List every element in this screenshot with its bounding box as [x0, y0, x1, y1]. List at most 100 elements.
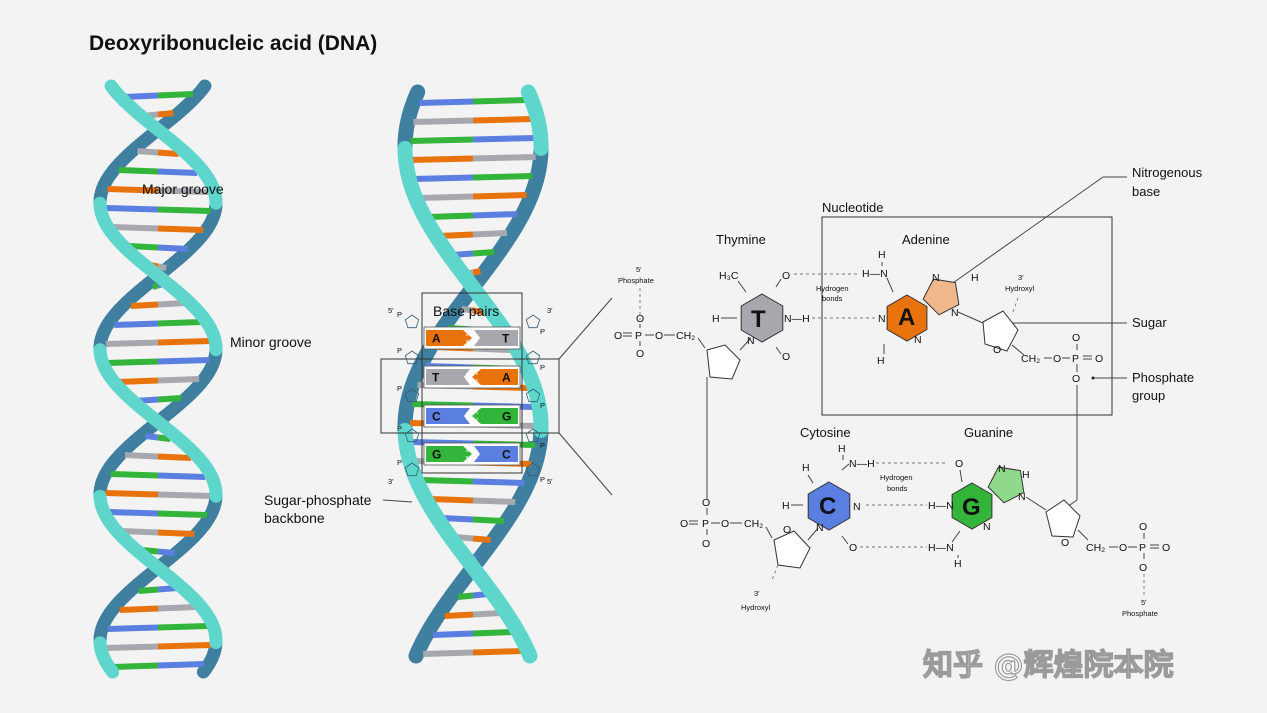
atom-o: O [1139, 562, 1147, 574]
atom-nh: N—H [849, 458, 875, 470]
atom-ch2: CH₂ [1021, 353, 1040, 365]
bond [739, 337, 752, 351]
base-rung [430, 496, 474, 504]
base-rung [116, 377, 159, 385]
base-rung [157, 529, 195, 537]
base-rung [105, 643, 159, 651]
base-pairs-frame [421, 292, 523, 474]
base-rung [108, 509, 159, 517]
strand-phosphate-mark: P [397, 424, 402, 433]
guanine-sugar-ring [1045, 499, 1081, 538]
phosphate-label-line1: Phosphate [1132, 370, 1194, 385]
base-rung [157, 661, 204, 669]
base-rung [157, 225, 204, 233]
base-rung [107, 186, 159, 194]
strand-sugar-mark [525, 314, 541, 329]
atom-o: O [1072, 332, 1080, 344]
base-rung [105, 205, 159, 213]
left-double-helix [93, 79, 223, 679]
atom-p: P [1072, 353, 1079, 365]
sugar-phosphate-leader [382, 499, 413, 503]
atom-n: N [878, 313, 886, 325]
sugar-phosphate-label-line1: Sugar-phosphate [264, 492, 372, 508]
nitrogenous-label-line1: Nitrogenous [1132, 165, 1203, 180]
adenine-letter: A [898, 304, 915, 331]
strand-sugar-mark [404, 462, 420, 477]
bond [807, 527, 819, 541]
thymine-label: Thymine [716, 232, 766, 247]
base-rung [157, 91, 194, 99]
sugar-phosphate-label-line2: backbone [264, 510, 325, 526]
base-rung [114, 320, 159, 328]
base-rung [432, 630, 474, 638]
atom-o: O [783, 524, 791, 536]
cytosine-label: Cytosine [800, 425, 851, 440]
atom-n: N [853, 501, 861, 513]
base-rung [423, 649, 474, 657]
base-pair-right-letter: G [502, 410, 511, 424]
adenine-hydroxyl: Hydroxyl [1005, 284, 1035, 293]
atom-p: P [1139, 542, 1146, 554]
strand-phosphate-mark: P [540, 475, 545, 484]
atom-o: O [782, 270, 790, 282]
base-rung [413, 117, 474, 125]
base-rung [472, 173, 533, 181]
bond [807, 474, 814, 484]
base-rung [472, 629, 514, 637]
base-pair-left-block [426, 408, 470, 424]
base-pair-right-letter: A [502, 371, 511, 385]
strand-phosphate-mark: P [540, 401, 545, 410]
base-rung [157, 510, 208, 518]
strand-phosphate-mark: P [540, 363, 545, 372]
strand-5prime-top: 5' [388, 306, 394, 315]
cytosine-sugar-ring [773, 530, 811, 569]
base-rung [157, 604, 197, 612]
base-rung [151, 282, 159, 290]
strand-sugar-mark [525, 462, 541, 477]
atom-o: O [655, 330, 663, 342]
base-rung [110, 471, 159, 479]
base-rung [472, 97, 527, 105]
atom-hn: H—N [862, 268, 888, 280]
bond [951, 530, 961, 543]
base-rung [157, 434, 171, 442]
atom-nh: N—H [784, 313, 810, 325]
atom-o: O [614, 330, 622, 342]
base-pair-left-block [426, 369, 470, 385]
cytosine-letter: C [819, 493, 836, 520]
atom-n: N [747, 335, 755, 347]
base-rung [157, 187, 209, 195]
base-rung [128, 243, 159, 251]
base-pair-right-block [472, 369, 518, 385]
base-rung [472, 535, 491, 543]
base-rung [157, 376, 200, 384]
adenine-label: Adenine [902, 232, 950, 247]
atom-n: N [998, 463, 1006, 475]
base-rung [472, 516, 504, 524]
chemical-structures: 5' Phosphate O O P O CH₂ O T H₃C O H N—H… [614, 249, 1170, 618]
adenine-ring-5 [922, 278, 960, 316]
atom-ch2: CH₂ [676, 330, 695, 342]
atom-o: O [993, 344, 1001, 356]
atom-h: H [971, 272, 979, 284]
base-rung [157, 642, 211, 650]
base-rung [419, 193, 474, 201]
base-rung [410, 136, 474, 144]
atom-o: O [849, 542, 857, 554]
strand-3prime-top: 3' [547, 306, 553, 315]
atom-h: H [877, 355, 885, 367]
strand-sugar-mark [525, 350, 541, 365]
base-rung [157, 300, 186, 308]
atom-h: H [802, 462, 810, 474]
strand-phosphate-mark: P [397, 310, 402, 319]
phosphate-label-line2: group [1132, 388, 1165, 403]
atom-o: O [636, 313, 644, 325]
atom-p: P [635, 330, 642, 342]
thymine-letter: T [751, 306, 766, 333]
thymine-ring [740, 293, 784, 343]
base-rung [457, 592, 474, 600]
bond [1011, 344, 1025, 356]
base-rung [106, 358, 159, 366]
atom-n: N [983, 521, 991, 533]
